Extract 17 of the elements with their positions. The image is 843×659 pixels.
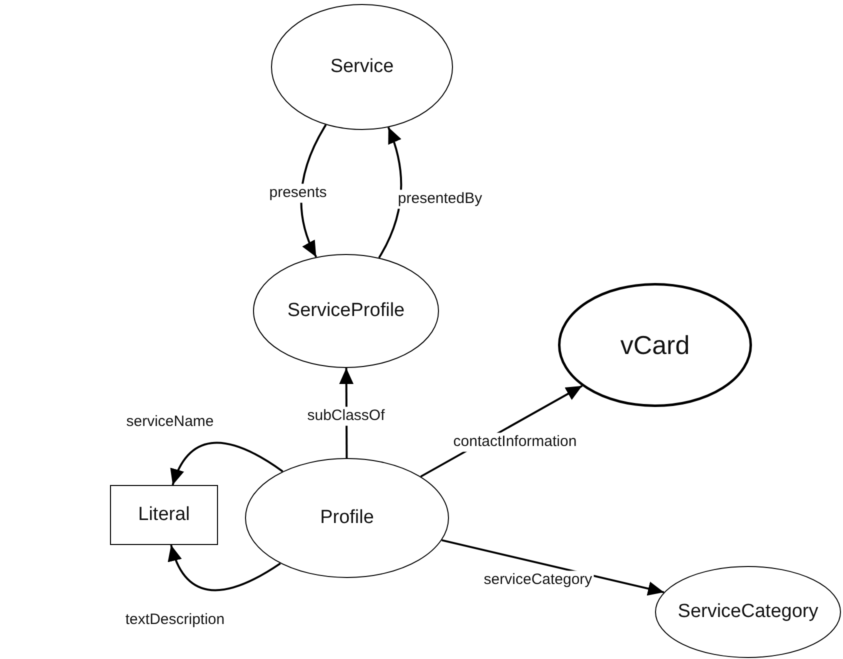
- node-label: Service: [330, 56, 394, 78]
- literal-box: [110, 485, 218, 545]
- edge-label: textDescription: [124, 610, 226, 630]
- node-label: Literal: [138, 504, 190, 526]
- edge-label: serviceName: [125, 412, 215, 432]
- node-label: ServiceProfile: [287, 300, 405, 322]
- edge-label: subClassOf: [305, 406, 387, 426]
- arrow: [171, 442, 284, 486]
- arrow: [442, 539, 664, 596]
- node-label: vCard: [620, 330, 690, 360]
- node-label: ServiceCategory: [678, 601, 818, 623]
- edge-label: presentedBy: [396, 190, 484, 208]
- edge-label: serviceCategory: [482, 570, 594, 590]
- arrow: [168, 544, 281, 592]
- node-label: Profile: [320, 507, 374, 529]
- edge-label: contactInformation: [451, 432, 579, 452]
- edge-label: presents: [267, 184, 329, 202]
